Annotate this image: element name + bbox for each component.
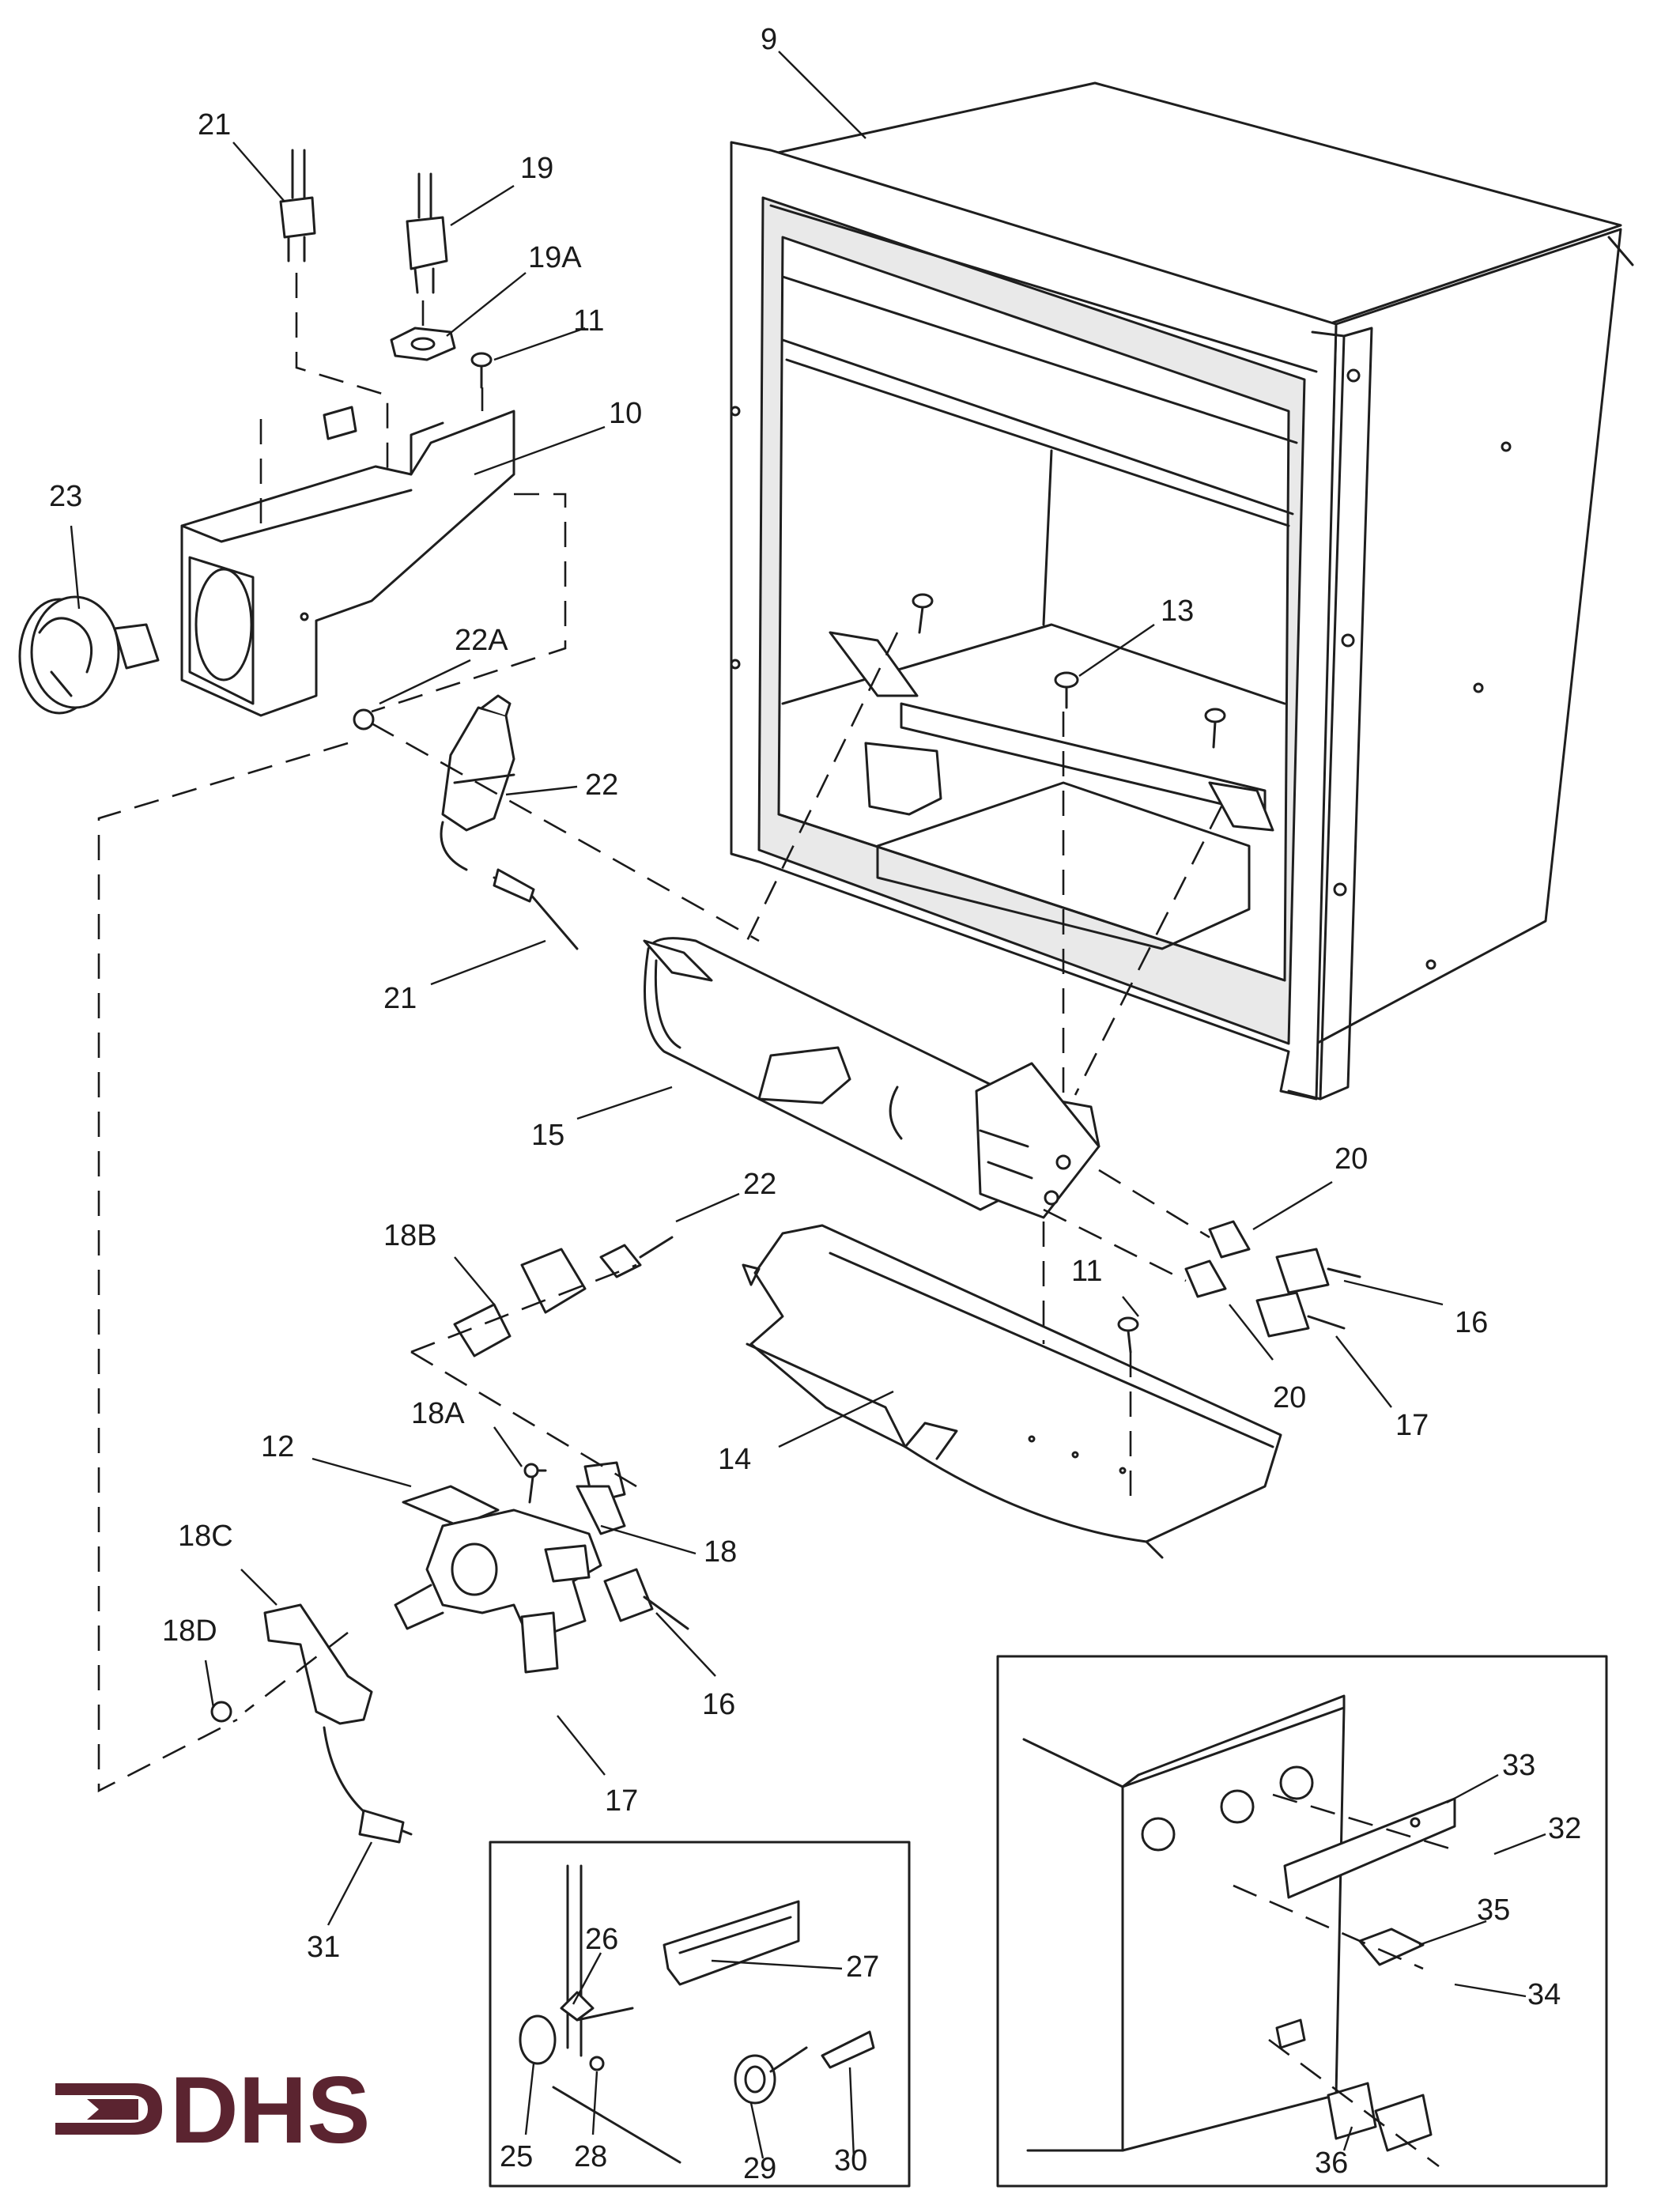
assembly-lines: [97, 273, 1223, 1793]
label-22-mid: 22: [743, 1168, 776, 1201]
label-18d: 18D: [162, 1614, 217, 1648]
label-25: 25: [500, 2140, 533, 2173]
label-23: 23: [49, 480, 82, 513]
label-14: 14: [718, 1443, 751, 1476]
label-18b: 18B: [383, 1219, 437, 1252]
inset-detail-left: [489, 1841, 911, 2188]
fittings-top: [279, 149, 493, 389]
label-17-low: 17: [605, 1784, 638, 1818]
label-31: 31: [307, 1931, 340, 1964]
label-11-mid: 11: [1071, 1255, 1102, 1288]
label-33: 33: [1502, 1749, 1535, 1782]
pilot-assembly: [353, 694, 579, 950]
label-30: 30: [834, 2144, 867, 2177]
label-16-low: 16: [702, 1688, 735, 1721]
gas-burner: [643, 937, 1100, 1219]
label-19: 19: [520, 152, 553, 185]
control-bracket: [180, 406, 515, 717]
label-34: 34: [1527, 1978, 1561, 2011]
label-26: 26: [585, 1923, 618, 1956]
label-21-top: 21: [198, 108, 231, 142]
inset-detail-right: [996, 1655, 1608, 2188]
leader-lines: [70, 51, 1546, 2159]
label-21-mid: 21: [383, 982, 417, 1015]
label-22a: 22A: [455, 624, 508, 657]
label-12: 12: [261, 1430, 294, 1463]
label-35: 35: [1477, 1894, 1510, 1927]
label-27: 27: [846, 1950, 879, 1984]
base-pan: [742, 1224, 1282, 1559]
label-16-right: 16: [1455, 1306, 1488, 1339]
control-knob: [18, 595, 160, 715]
label-32: 32: [1548, 1812, 1581, 1845]
label-15: 15: [531, 1119, 564, 1152]
label-13: 13: [1161, 595, 1194, 628]
label-17-right: 17: [1395, 1409, 1429, 1442]
label-18c: 18C: [178, 1520, 233, 1553]
label-10: 10: [609, 397, 642, 430]
dhs-logo: DHS: [55, 2057, 370, 2163]
label-20-a: 20: [1335, 1142, 1368, 1176]
dhs-logo-arrow-mark: [55, 2083, 162, 2135]
label-29: 29: [743, 2152, 776, 2185]
label-18: 18: [704, 1535, 737, 1569]
gas-valve: [394, 1461, 626, 1674]
firebox-assembly: [730, 81, 1634, 1101]
label-18a: 18A: [411, 1397, 465, 1430]
dhs-logo-text: DHS: [170, 2057, 370, 2163]
label-11-top: 11: [573, 304, 604, 338]
label-9: 9: [761, 23, 777, 56]
label-22-top: 22: [585, 768, 618, 802]
label-28: 28: [574, 2140, 607, 2173]
label-20-b: 20: [1273, 1381, 1306, 1414]
fittings-right: [603, 1220, 1361, 1630]
thermocouple-parts: [210, 1236, 674, 1844]
part-labels: 9 21 19 19A 11 10 23 22A 22 21 13 15 22 …: [49, 23, 1581, 2185]
label-36: 36: [1315, 2147, 1348, 2180]
label-19a: 19A: [528, 241, 582, 274]
